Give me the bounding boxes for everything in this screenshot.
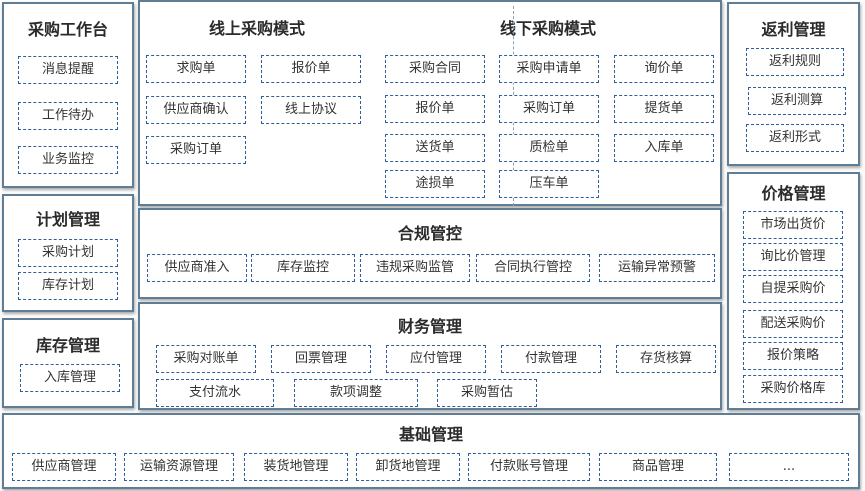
self-pickup-price-button[interactable]: 自提采购价 <box>743 275 843 303</box>
price-panel: 价格管理 市场出货价 询比价管理 自提采购价 配送采购价 报价策略 采购价格库 <box>727 172 860 410</box>
inventory-plan-button[interactable]: 库存计划 <box>18 272 118 300</box>
market-price-button[interactable]: 市场出货价 <box>743 211 843 239</box>
rebate-calculation-button[interactable]: 返利测算 <box>748 87 846 115</box>
message-reminder-button[interactable]: 消息提醒 <box>18 56 118 84</box>
purchase-contract-button[interactable]: 采购合同 <box>385 55 485 83</box>
payment-account-button[interactable]: 付款账号管理 <box>468 453 590 481</box>
payment-flow-button[interactable]: 支付流水 <box>156 379 274 407</box>
reconciliation-button[interactable]: 采购对账单 <box>156 345 256 373</box>
compliance-title: 合规管控 <box>397 224 462 243</box>
online-mode-title: 线上采购模式 <box>208 19 305 38</box>
todo-work-button[interactable]: 工作待办 <box>18 102 118 130</box>
purchase-estimate-button[interactable]: 采购暂估 <box>437 379 537 407</box>
supplier-management-button[interactable]: 供应商管理 <box>12 453 116 481</box>
payable-button[interactable]: 应付管理 <box>386 345 486 373</box>
violation-supervision-button[interactable]: 违规采购监管 <box>360 254 470 282</box>
supplier-confirm-button[interactable]: 供应商确认 <box>146 96 246 124</box>
rebate-panel: 返利管理 返利规则 返利测算 返利形式 <box>727 2 860 166</box>
inquiry-button[interactable]: 询价单 <box>614 55 714 83</box>
unloading-site-button[interactable]: 卸货地管理 <box>356 453 460 481</box>
inbound-management-button[interactable]: 入库管理 <box>20 364 120 392</box>
procurement-plan-button[interactable]: 采购计划 <box>18 239 118 267</box>
invoice-return-button[interactable]: 回票管理 <box>271 345 371 373</box>
business-monitor-button[interactable]: 业务监控 <box>18 146 118 174</box>
loading-site-button[interactable]: 装货地管理 <box>244 453 348 481</box>
transport-alert-button[interactable]: 运输异常预警 <box>599 254 715 282</box>
plan-panel: 计划管理 采购计划 库存计划 <box>2 194 134 312</box>
quotation-strategy-button[interactable]: 报价策略 <box>743 342 843 370</box>
transport-resource-button[interactable]: 运输资源管理 <box>124 453 234 481</box>
price-library-button[interactable]: 采购价格库 <box>743 375 843 403</box>
online-agreement-button[interactable]: 线上协议 <box>261 96 361 124</box>
fund-adjustment-button[interactable]: 款项调整 <box>294 379 418 407</box>
payment-management-button[interactable]: 付款管理 <box>501 345 601 373</box>
offline-quotation-button[interactable]: 报价单 <box>385 95 485 123</box>
price-comparison-button[interactable]: 询比价管理 <box>743 243 843 271</box>
product-management-button[interactable]: 商品管理 <box>599 453 717 481</box>
inventory-panel: 库存管理 入库管理 <box>2 318 134 408</box>
finance-panel: 财务管理 采购对账单 回票管理 应付管理 付款管理 存货核算 支付流水 款项调整… <box>138 302 722 410</box>
truck-detention-button[interactable]: 压车单 <box>499 170 599 198</box>
compliance-panel: 合规管控 供应商准入 库存监控 违规采购监管 合同执行管控 运输异常预警 <box>138 208 722 299</box>
plan-title: 计划管理 <box>35 210 100 229</box>
procurement-mode-panel: 线上采购模式 线下采购模式 求购单 报价单 供应商确认 线上协议 采购订单 采购… <box>138 0 722 206</box>
warehouse-receipt-button[interactable]: 入库单 <box>614 134 714 162</box>
online-quotation-button[interactable]: 报价单 <box>261 55 361 83</box>
rebate-form-button[interactable]: 返利形式 <box>746 124 844 152</box>
inventory-monitor-button[interactable]: 库存监控 <box>251 254 355 282</box>
offline-purchase-order-button[interactable]: 采购订单 <box>499 95 599 123</box>
supplier-admission-button[interactable]: 供应商准入 <box>147 254 247 282</box>
finance-title: 财务管理 <box>397 317 462 336</box>
inventory-accounting-button[interactable]: 存货核算 <box>616 345 716 373</box>
inventory-title: 库存管理 <box>35 336 100 355</box>
offline-mode-title: 线下采购模式 <box>499 19 596 38</box>
transit-loss-button[interactable]: 途损单 <box>385 170 485 198</box>
workbench-panel: 采购工作台 消息提醒 工作待办 业务监控 <box>2 2 134 188</box>
delivery-order-button[interactable]: 送货单 <box>385 134 485 162</box>
purchase-application-button[interactable]: 采购申请单 <box>499 55 599 83</box>
contract-execution-button[interactable]: 合同执行管控 <box>476 254 590 282</box>
price-title: 价格管理 <box>761 184 826 203</box>
basic-panel: 基础管理 供应商管理 运输资源管理 装货地管理 卸货地管理 付款账号管理 商品管… <box>2 413 860 489</box>
rebate-title: 返利管理 <box>761 20 826 39</box>
rebate-rules-button[interactable]: 返利规则 <box>746 48 844 76</box>
online-purchase-request-button[interactable]: 求购单 <box>146 55 246 83</box>
online-purchase-order-button[interactable]: 采购订单 <box>146 136 246 164</box>
more-button[interactable]: ... <box>729 453 849 481</box>
workbench-title: 采购工作台 <box>27 20 108 39</box>
quality-inspection-button[interactable]: 质检单 <box>499 134 599 162</box>
basic-title: 基础管理 <box>398 425 463 444</box>
pickup-order-button[interactable]: 提货单 <box>614 95 714 123</box>
delivery-price-button[interactable]: 配送采购价 <box>743 310 843 338</box>
